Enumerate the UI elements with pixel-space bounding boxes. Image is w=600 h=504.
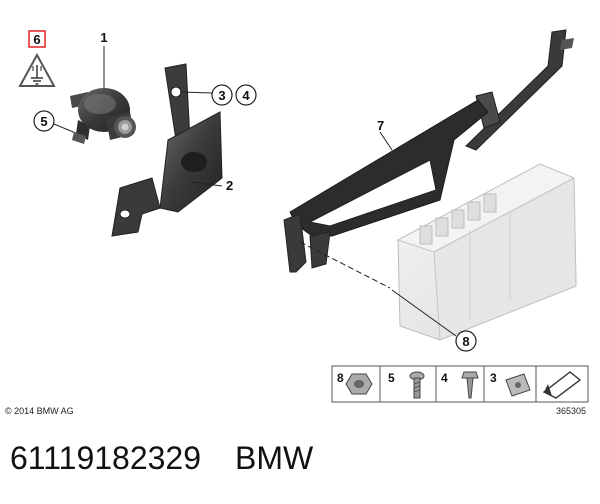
callout-3[interactable]: 3 xyxy=(211,84,233,106)
brand-name: BMW xyxy=(235,440,314,476)
parts-diagram: 6 1 5 xyxy=(5,29,589,416)
caption: 61119182329 BMW xyxy=(10,440,590,490)
callout-5-label: 5 xyxy=(40,114,47,129)
part-7-bracket[interactable] xyxy=(283,29,574,273)
copyright-text: © 2014 BMW AG xyxy=(5,406,74,416)
diagram-id: 365305 xyxy=(556,406,586,416)
fastener-legend: 8 5 4 3 xyxy=(331,365,589,403)
callout-4-label: 4 xyxy=(242,88,250,103)
control-module[interactable] xyxy=(396,163,577,341)
callout-8[interactable]: 8 xyxy=(455,330,477,352)
callout-1-label[interactable]: 1 xyxy=(100,30,107,45)
callout-6-label: 6 xyxy=(33,32,40,47)
callout-6-box[interactable] xyxy=(28,30,46,48)
ground-connection-icon xyxy=(31,65,43,85)
screw-icon[interactable] xyxy=(409,371,425,399)
bolt-icon[interactable] xyxy=(461,371,479,399)
callout-8-label: 8 xyxy=(462,334,469,349)
callout-2-label[interactable]: 2 xyxy=(226,178,233,193)
part-2-bracket[interactable] xyxy=(111,111,223,237)
legend-item-5-label: 5 xyxy=(388,371,395,385)
part-number: 61119182329 xyxy=(10,440,202,476)
module-connectors xyxy=(419,193,497,245)
warning-triangle-icon xyxy=(18,52,56,87)
callout-3-label: 3 xyxy=(218,88,225,103)
part-1-sensor[interactable] xyxy=(70,46,136,140)
hex-nut-icon[interactable] xyxy=(345,373,373,395)
part-5-connector[interactable] xyxy=(72,132,86,144)
callout-5[interactable]: 5 xyxy=(33,110,55,132)
callout-4[interactable]: 4 xyxy=(235,84,257,106)
clip-nut-icon[interactable] xyxy=(505,373,531,397)
cable-tie-icon[interactable] xyxy=(542,371,582,399)
legend-item-3-label: 3 xyxy=(490,371,497,385)
part-6-group: 6 xyxy=(18,30,56,87)
legend-item-8-label: 8 xyxy=(337,371,344,385)
callout-7-label[interactable]: 7 xyxy=(377,118,384,133)
legend-item-4-label: 4 xyxy=(441,371,448,385)
